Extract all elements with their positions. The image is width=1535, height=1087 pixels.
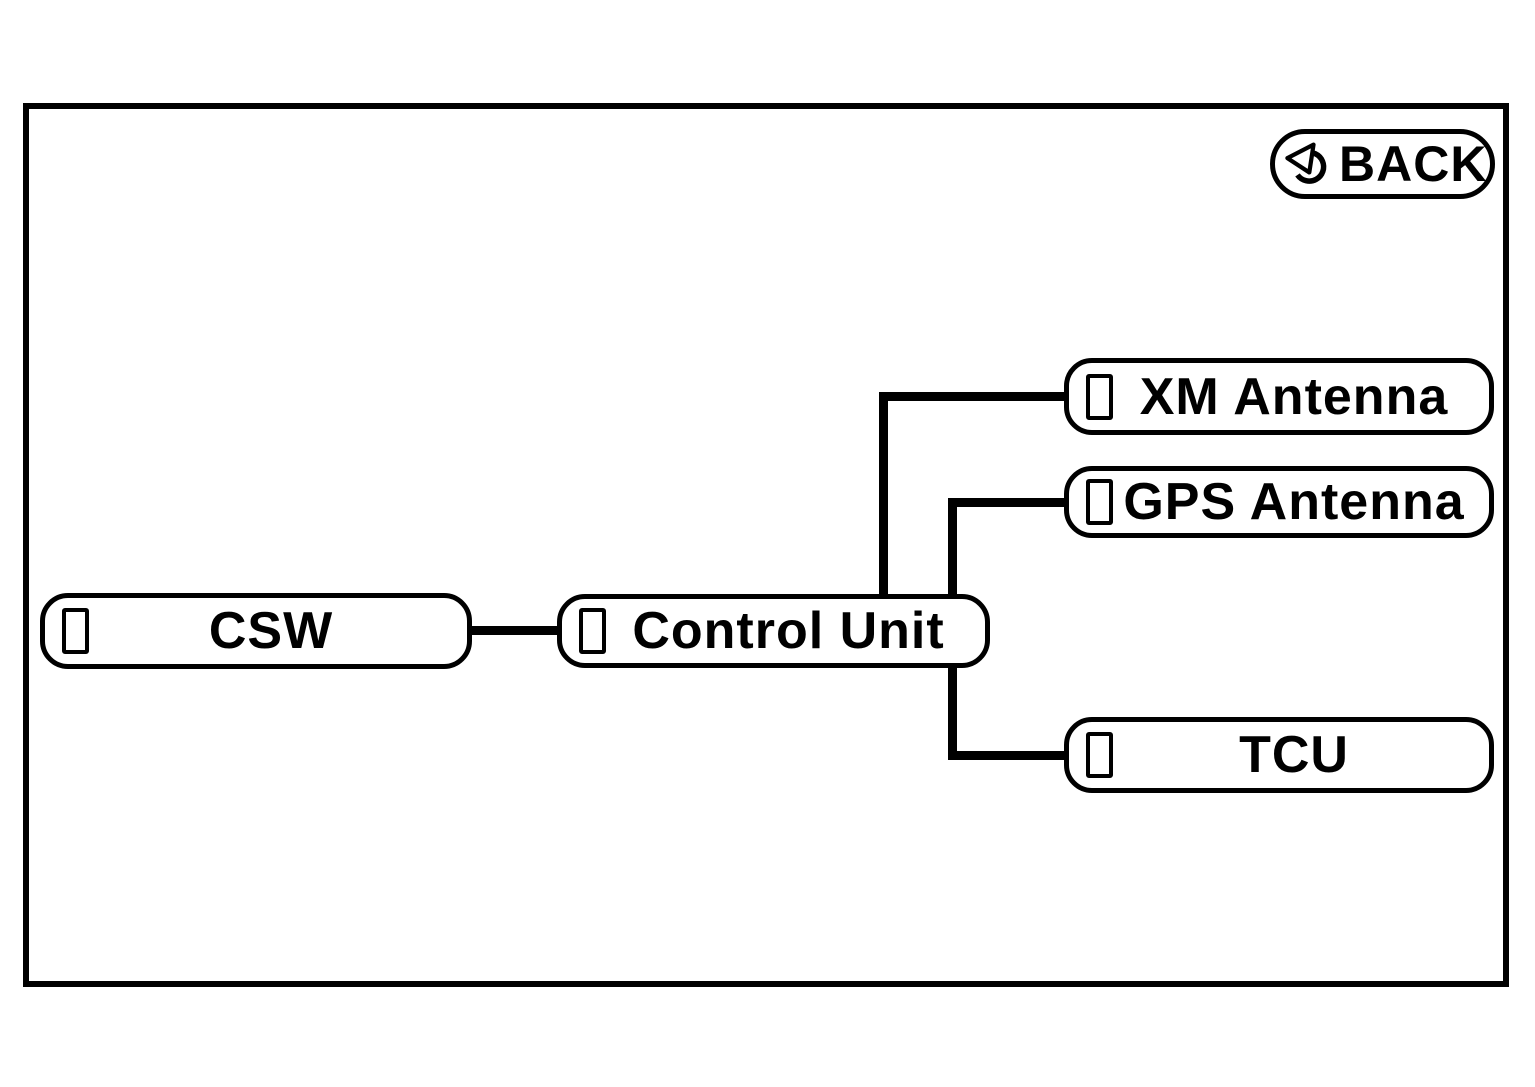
connector-control-unit-tcu-horizontal: [948, 751, 1068, 760]
diagram-frame: [23, 103, 1509, 987]
back-button-label: BACK: [1339, 136, 1488, 192]
connector-control-unit-xm-antenna-vertical: [879, 392, 888, 598]
device-icon: [62, 608, 89, 654]
back-button[interactable]: BACK: [1270, 129, 1495, 199]
connector-control-unit-xm-antenna-horizontal: [879, 392, 1068, 401]
node-control-unit[interactable]: Control Unit: [557, 594, 990, 668]
node-csw-label: CSW: [208, 602, 334, 660]
device-icon: [1086, 479, 1113, 525]
node-csw[interactable]: CSW: [40, 593, 472, 669]
node-tcu[interactable]: TCU: [1064, 717, 1494, 793]
node-xm-antenna-label: XM Antenna: [1139, 367, 1449, 426]
node-xm-antenna[interactable]: XM Antenna: [1064, 358, 1494, 435]
node-gps-antenna[interactable]: GPS Antenna: [1064, 466, 1494, 538]
connector-control-unit-tcu-vertical: [948, 664, 957, 760]
node-gps-antenna-label: GPS Antenna: [1123, 473, 1465, 531]
connector-control-unit-gps-antenna-vertical: [948, 498, 957, 598]
back-arrow-icon: [1284, 137, 1338, 191]
node-control-unit-label: Control Unit: [632, 602, 945, 660]
connector-csw-control-unit: [470, 626, 562, 635]
device-icon: [579, 608, 606, 654]
node-tcu-label: TCU: [1239, 726, 1349, 784]
connector-control-unit-gps-antenna-horizontal: [948, 498, 1068, 507]
device-icon: [1086, 732, 1113, 778]
device-icon: [1086, 373, 1113, 420]
